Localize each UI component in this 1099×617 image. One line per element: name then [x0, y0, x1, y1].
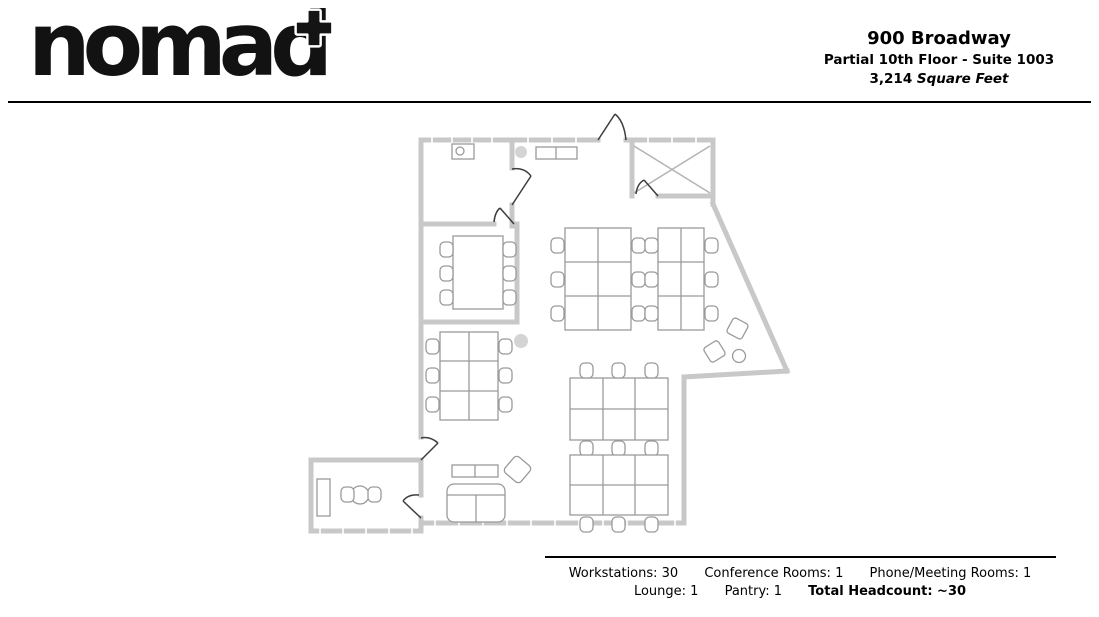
corner-lounge-chairs	[703, 317, 749, 364]
space-summary: Workstations: 30 Conference Rooms: 1 Pho…	[510, 565, 1090, 600]
property-header: 900 Broadway Partial 10th Floor - Suite …	[779, 27, 1099, 88]
workstation-cluster-c	[425, 331, 513, 421]
workstation-cluster-d	[569, 362, 669, 457]
phone-rooms-count: Phone/Meeting Rooms: 1	[869, 566, 1032, 581]
walls	[308, 137, 791, 534]
phone-room-door-icon	[402, 494, 422, 519]
shaft-door-icon	[635, 179, 659, 197]
header-divider	[8, 101, 1091, 103]
lounge-count: Lounge: 1	[633, 583, 699, 599]
floor-suite: Partial 10th Floor - Suite 1003	[823, 52, 1055, 68]
nomad-logo: nomad	[28, 0, 333, 96]
furniture	[316, 143, 749, 533]
workstations-count: Workstations: 30	[568, 566, 679, 581]
total-headcount: Total Headcount: ~30	[808, 583, 967, 599]
building-address: 900 Broadway	[867, 28, 1011, 49]
area-unit: Square Feet	[916, 71, 1009, 87]
phone-room	[316, 478, 382, 517]
summary-line-1: Workstations: 30 Conference Rooms: 1 Pho…	[510, 565, 1090, 583]
nomad-plus-icon	[293, 7, 335, 49]
entry-credenza	[535, 146, 578, 160]
conference-rooms-count: Conference Rooms: 1	[704, 566, 844, 581]
entry-door-icon	[597, 113, 627, 141]
shaft-x-icon	[633, 145, 711, 194]
footer-divider	[545, 556, 1056, 558]
pantry-sink	[451, 143, 475, 160]
workstation-cluster-e	[569, 454, 669, 533]
doors	[402, 113, 659, 519]
conference-room	[439, 235, 517, 310]
workstation-cluster-a	[550, 227, 646, 331]
area-value: 3,214	[869, 71, 913, 87]
summary-line-2: Lounge: 1 Pantry: 1 Total Headcount: ~30	[510, 583, 1090, 601]
square-feet: 3,214 Square Feet	[779, 70, 1099, 88]
pantry-door-icon	[511, 167, 532, 206]
structural-columns	[514, 146, 528, 348]
lounge-door-icon	[420, 436, 439, 461]
workstation-cluster-b	[644, 227, 719, 331]
conference-door-icon	[493, 207, 515, 225]
pantry-count: Pantry: 1	[724, 583, 783, 599]
lounge-area	[446, 455, 532, 523]
